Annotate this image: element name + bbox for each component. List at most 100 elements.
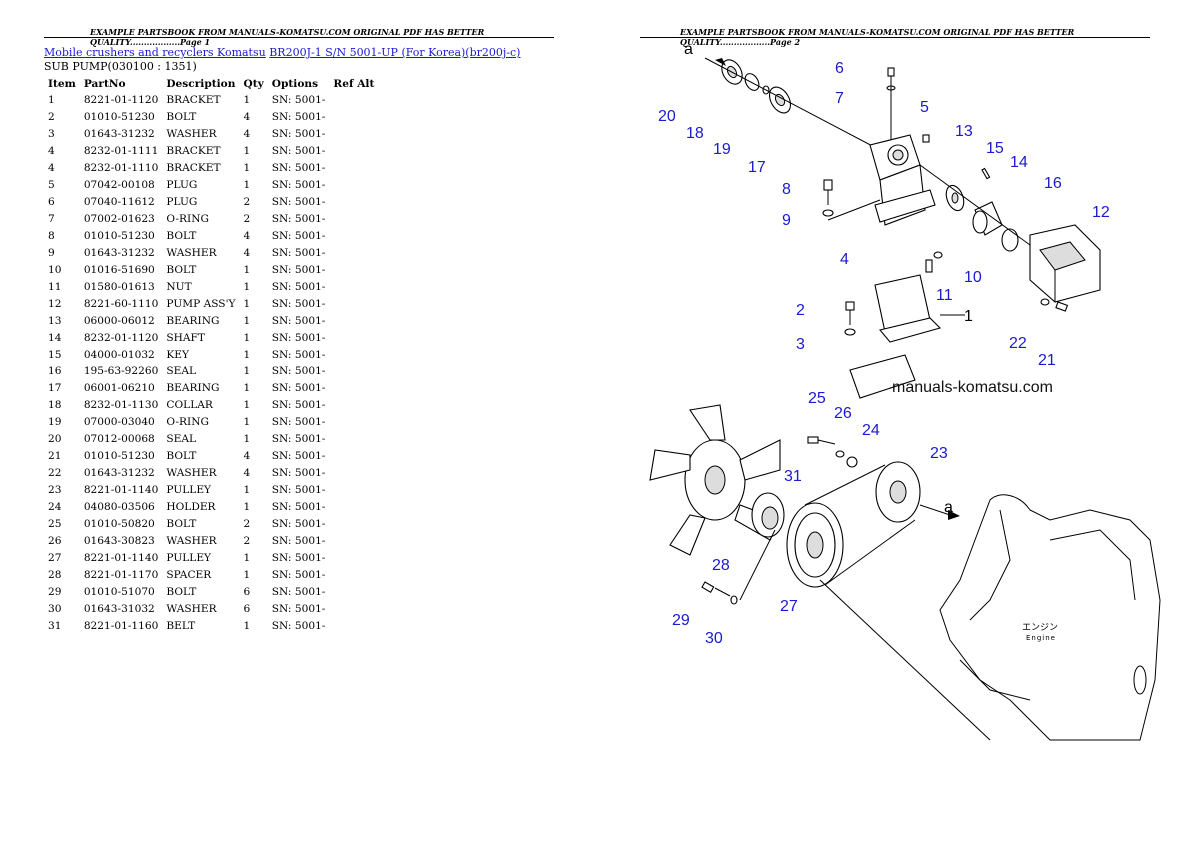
callout-10: 10 [964, 269, 982, 286]
cell-item: 4 [48, 145, 55, 158]
col-description: Description [166, 78, 236, 90]
header-rule-right [640, 37, 1150, 38]
cell-ref-alt [329, 549, 378, 566]
callout-8: 8 [782, 181, 791, 198]
cell-partno: 07040-11612 [83, 196, 155, 209]
cell-ref-alt [329, 414, 378, 431]
cell-ref-alt [329, 244, 378, 261]
col-options: Options [271, 78, 319, 90]
callout-3: 3 [796, 336, 805, 353]
cell-description: PLUG [166, 179, 198, 192]
cell-item: 13 [48, 314, 62, 327]
cell-qty: 2 [243, 534, 251, 547]
cell-options: SN: 5001- [271, 365, 326, 378]
engine-label-jp: エンジン [1022, 623, 1058, 633]
cell-options: SN: 5001- [271, 534, 326, 547]
pump-12-drawing [1029, 224, 1101, 303]
cell-options: SN: 5001- [271, 179, 326, 192]
pulley-27-drawing [786, 502, 844, 588]
watermark: manuals-komatsu.com [892, 379, 1053, 396]
cell-ref-alt [329, 380, 378, 397]
engine-label: Engine [1026, 634, 1056, 642]
cell-partno: 07002-01623 [83, 213, 155, 226]
cell-item: 28 [48, 568, 62, 581]
cell-ref-alt [329, 448, 378, 465]
breadcrumb-link-model[interactable]: BR200J-1 S/N 5001-UP (For Korea)(br200j-… [269, 46, 521, 59]
parts-table-header: Item PartNo Description Qty Options Ref … [44, 76, 378, 92]
cell-description: BOLT [166, 263, 197, 276]
cell-qty: 1 [243, 179, 251, 192]
page-header-right: EXAMPLE PARTSBOOK FROM MANUALS-KOMATSU.C… [680, 27, 1075, 47]
engine-drawing [939, 494, 1161, 741]
cell-ref-alt [329, 261, 378, 278]
cell-ref-alt [329, 194, 378, 211]
callout-26: 26 [834, 405, 852, 422]
cell-options: SN: 5001- [271, 145, 326, 158]
cell-options: SN: 5001- [271, 568, 326, 581]
cell-item: 16 [48, 365, 62, 378]
cell-options: SN: 5001- [271, 399, 326, 412]
cell-ref-alt [329, 160, 378, 177]
callout-28: 28 [712, 557, 730, 574]
cell-partno: 8221-60-1110 [83, 297, 159, 310]
cell-qty: 4 [243, 128, 251, 141]
pulley-23-drawing [875, 461, 921, 523]
cell-ref-alt [329, 600, 378, 617]
cell-partno: 8221-01-1140 [83, 484, 159, 497]
breadcrumb-link-category[interactable]: Mobile crushers and recyclers Komatsu [44, 46, 266, 59]
cell-partno: 01010-51230 [83, 111, 155, 124]
cell-description: SEAL [166, 433, 197, 446]
spacer-28-drawing [751, 492, 785, 538]
cell-qty: 1 [243, 94, 251, 107]
col-partno: PartNo [83, 78, 126, 90]
callout-14: 14 [1010, 154, 1028, 171]
callout-5: 5 [920, 99, 929, 116]
cell-options: SN: 5001- [271, 416, 326, 429]
callout-9: 9 [782, 212, 791, 229]
cell-qty: 1 [243, 382, 251, 395]
callout-18: 18 [686, 125, 704, 142]
cell-qty: 4 [243, 111, 251, 124]
cell-description: SHAFT [166, 331, 205, 344]
cell-partno: 04000-01032 [83, 348, 155, 361]
callout-13: 13 [955, 123, 973, 140]
col-item: Item [48, 78, 76, 90]
cell-qty: 1 [243, 263, 251, 276]
cell-ref-alt [329, 482, 378, 499]
callout-24: 24 [862, 422, 880, 439]
cell-qty: 1 [243, 500, 251, 513]
cell-ref-alt [329, 346, 378, 363]
cell-item: 24 [48, 500, 62, 513]
cell-qty: 1 [243, 365, 251, 378]
cell-description: NUT [166, 280, 192, 293]
cell-description: WASHER [166, 602, 217, 615]
cell-item: 22 [48, 467, 62, 480]
callout-6: 6 [835, 60, 844, 77]
cell-description: BOLT [166, 229, 197, 242]
cell-partno: 01643-31032 [83, 602, 155, 615]
cell-options: SN: 5001- [271, 382, 326, 395]
callout-12: 12 [1092, 204, 1110, 221]
cell-partno: 01643-31232 [83, 128, 155, 141]
cell-partno: 01010-51230 [83, 229, 155, 242]
cell-ref-alt [329, 566, 378, 583]
cell-ref-alt [329, 177, 378, 194]
section-title: SUB PUMP(030100 : 1351) [44, 60, 197, 73]
bearing-13-drawing [945, 184, 965, 212]
callout-22: 22 [1009, 335, 1027, 352]
cell-description: WASHER [166, 534, 217, 547]
cell-options: SN: 5001- [271, 246, 326, 259]
cell-item: 17 [48, 382, 62, 395]
cell-qty: 2 [243, 196, 251, 209]
cell-qty: 1 [243, 416, 251, 429]
cell-options: SN: 5001- [271, 484, 326, 497]
cell-description: KEY [166, 348, 190, 361]
callout-29: 29 [672, 612, 690, 629]
